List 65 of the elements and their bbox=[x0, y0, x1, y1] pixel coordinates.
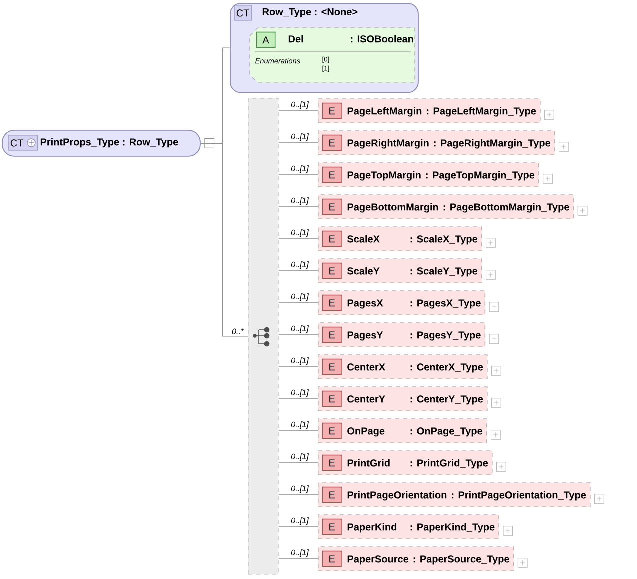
element-box: E PagesX : PagesX_Type bbox=[318, 290, 486, 316]
element-box: E PrintPageOrientation : PrintPageOrientation_Type bbox=[318, 482, 591, 508]
multiplicity-label: 0..[1] bbox=[291, 230, 310, 238]
multiplicity-label: 0..[1] bbox=[291, 166, 310, 174]
element-box: E PagesY : PagesY_Type bbox=[318, 322, 486, 348]
connector-line bbox=[278, 526, 318, 528]
connector-line bbox=[278, 430, 318, 432]
complex-type-box: CT PrintProps_Type : Row_Type bbox=[2, 130, 201, 157]
connector-line bbox=[278, 174, 318, 176]
element-box: E PaperKind : PaperKind_Type bbox=[318, 514, 500, 540]
element-box: E PaperSource : PaperSource_Type bbox=[318, 546, 514, 572]
element-box: E CenterX : CenterX_Type bbox=[318, 354, 488, 380]
element-box: E ScaleX : ScaleX_Type bbox=[318, 226, 482, 252]
element-box: E PageBottomMargin : PageBottomMargin_Type bbox=[318, 194, 574, 220]
sequence-bar bbox=[248, 98, 279, 575]
multiplicity-label: 0..[1] bbox=[291, 390, 310, 398]
connector-line bbox=[278, 334, 318, 336]
type-badge: E bbox=[322, 262, 342, 280]
connector-line bbox=[278, 462, 318, 464]
connector-line bbox=[278, 494, 318, 496]
type-badge: E bbox=[322, 326, 342, 344]
multiplicity-label: 0..[1] bbox=[291, 486, 310, 494]
type-badge: E bbox=[322, 518, 342, 536]
connector-line bbox=[278, 558, 318, 560]
multiplicity-label: 0..[1] bbox=[291, 422, 310, 430]
connector-line bbox=[278, 142, 318, 144]
element-box: E PrintGrid : PrintGrid_Type bbox=[318, 450, 493, 476]
connector-line bbox=[278, 238, 318, 240]
connector-line bbox=[278, 206, 318, 208]
connector-line bbox=[278, 110, 318, 112]
type-badge: E bbox=[322, 422, 342, 440]
multiplicity-label: 0..* bbox=[232, 328, 244, 334]
type-badge: E bbox=[322, 550, 342, 568]
element-box: E OnPage : OnPage_Type bbox=[318, 418, 488, 444]
multiplicity-label: 0..[1] bbox=[291, 326, 310, 334]
multiplicity-label: 0..[1] bbox=[291, 262, 310, 270]
multiplicity-label: 0..[1] bbox=[291, 102, 310, 110]
type-badge: E bbox=[322, 294, 342, 312]
type-badge: E bbox=[322, 166, 342, 184]
element-box: E ScaleY : ScaleY_Type bbox=[318, 258, 482, 284]
type-badge: E bbox=[322, 198, 342, 216]
type-badge: E bbox=[322, 390, 342, 408]
connector-line bbox=[278, 398, 318, 400]
multiplicity-label: 0..[1] bbox=[291, 550, 310, 558]
multiplicity-label: 0..[1] bbox=[291, 358, 310, 366]
connector-line bbox=[278, 270, 318, 272]
element-box: E CenterY : CenterY_Type bbox=[318, 386, 488, 412]
multiplicity-label: 0..[1] bbox=[291, 454, 310, 462]
connector-line bbox=[200, 143, 248, 337]
type-badge: E bbox=[322, 486, 342, 504]
connector-line bbox=[278, 302, 318, 304]
type-badge: E bbox=[322, 134, 342, 152]
connector-line bbox=[278, 366, 318, 368]
multiplicity-label: 0..[1] bbox=[291, 198, 310, 206]
type-badge: A bbox=[256, 32, 276, 48]
type-badge: E bbox=[322, 358, 342, 376]
multiplicity-label: 0..[1] bbox=[291, 294, 310, 302]
type-badge: E bbox=[322, 454, 342, 472]
multiplicity-label: 0..[1] bbox=[291, 134, 310, 142]
type-badge: E bbox=[322, 102, 342, 120]
element-box: E PageLeftMargin : PageLeftMargin_Type bbox=[318, 98, 541, 124]
type-badge: E bbox=[322, 230, 342, 248]
multiplicity-label: 0..[1] bbox=[291, 518, 310, 526]
element-box: E PageTopMargin : PageTopMargin_Type bbox=[318, 162, 540, 188]
element-box: E PageRightMargin : PageRightMargin_Type bbox=[318, 130, 556, 156]
